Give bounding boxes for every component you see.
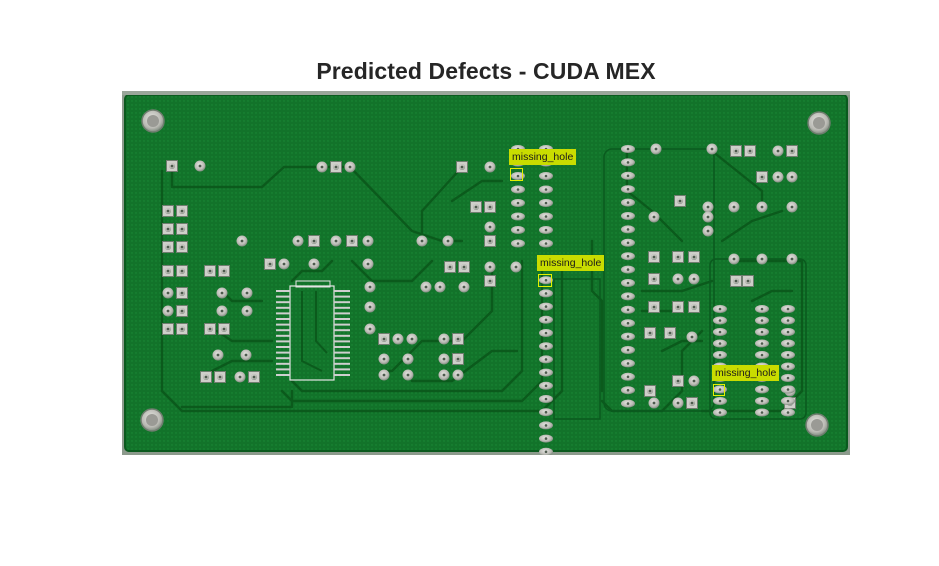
detection-label: missing_hole: [537, 255, 605, 271]
pcb-image: missing_hole missing_hole missing_hole: [122, 91, 850, 455]
detection-label: missing_hole: [509, 149, 577, 165]
figure-title: Predicted Defects - CUDA MEX: [316, 58, 656, 84]
pcb-board-icon: [122, 91, 850, 455]
detection-box: [713, 384, 725, 396]
detection-label: missing_hole: [712, 365, 780, 381]
detection-box: [538, 274, 552, 287]
detection-box: [510, 168, 523, 181]
